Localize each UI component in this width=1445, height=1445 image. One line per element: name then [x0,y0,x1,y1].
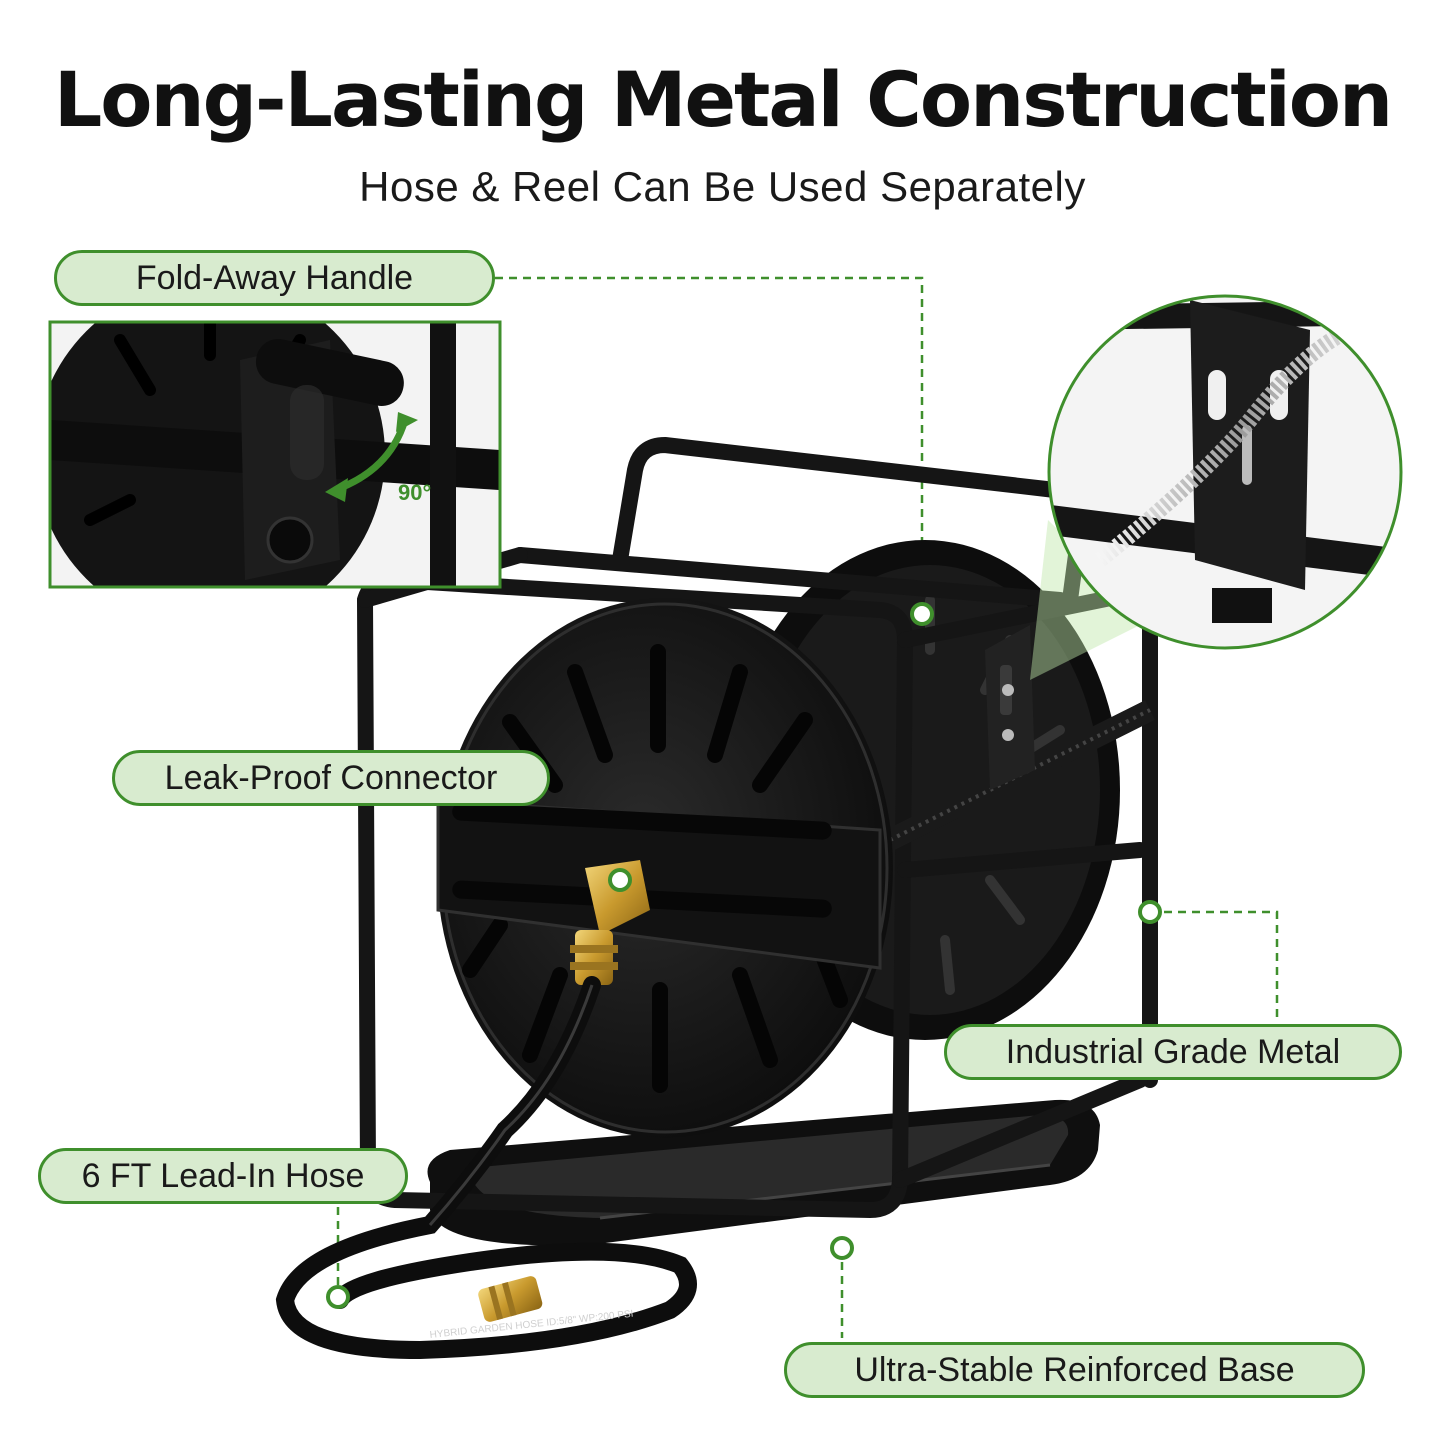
callout-dots [326,602,1162,1309]
callout-leak-proof-connector: Leak-Proof Connector [112,750,550,806]
zoom-beam [1030,520,1150,680]
lead-in-hose: HYBRID GARDEN HOSE ID:5/8" WP:200 PSI [275,976,697,1360]
rotation-label: 90° [398,480,431,505]
front-reel-flange [436,598,893,1138]
callout-fold-away-handle: Fold-Away Handle [54,250,495,306]
bracket-zoom-view [1047,294,1403,650]
page-title: Long-Lasting Metal Construction [53,55,1393,144]
page-subtitle: Hose & Reel Can Be Used Separately [359,163,1086,210]
leak-proof-connector [570,860,650,985]
callout-reinforced-base: Ultra-Stable Reinforced Base [784,1342,1365,1398]
axle-assembly [885,625,1155,850]
callout-leaders [336,276,1279,1338]
reinforced-base [427,1099,1100,1246]
handle-inset-view: 90° [48,320,502,589]
callout-lead-in-hose: 6 FT Lead-In Hose [38,1148,408,1204]
callout-industrial-grade-metal: Industrial Grade Metal [944,1024,1402,1080]
